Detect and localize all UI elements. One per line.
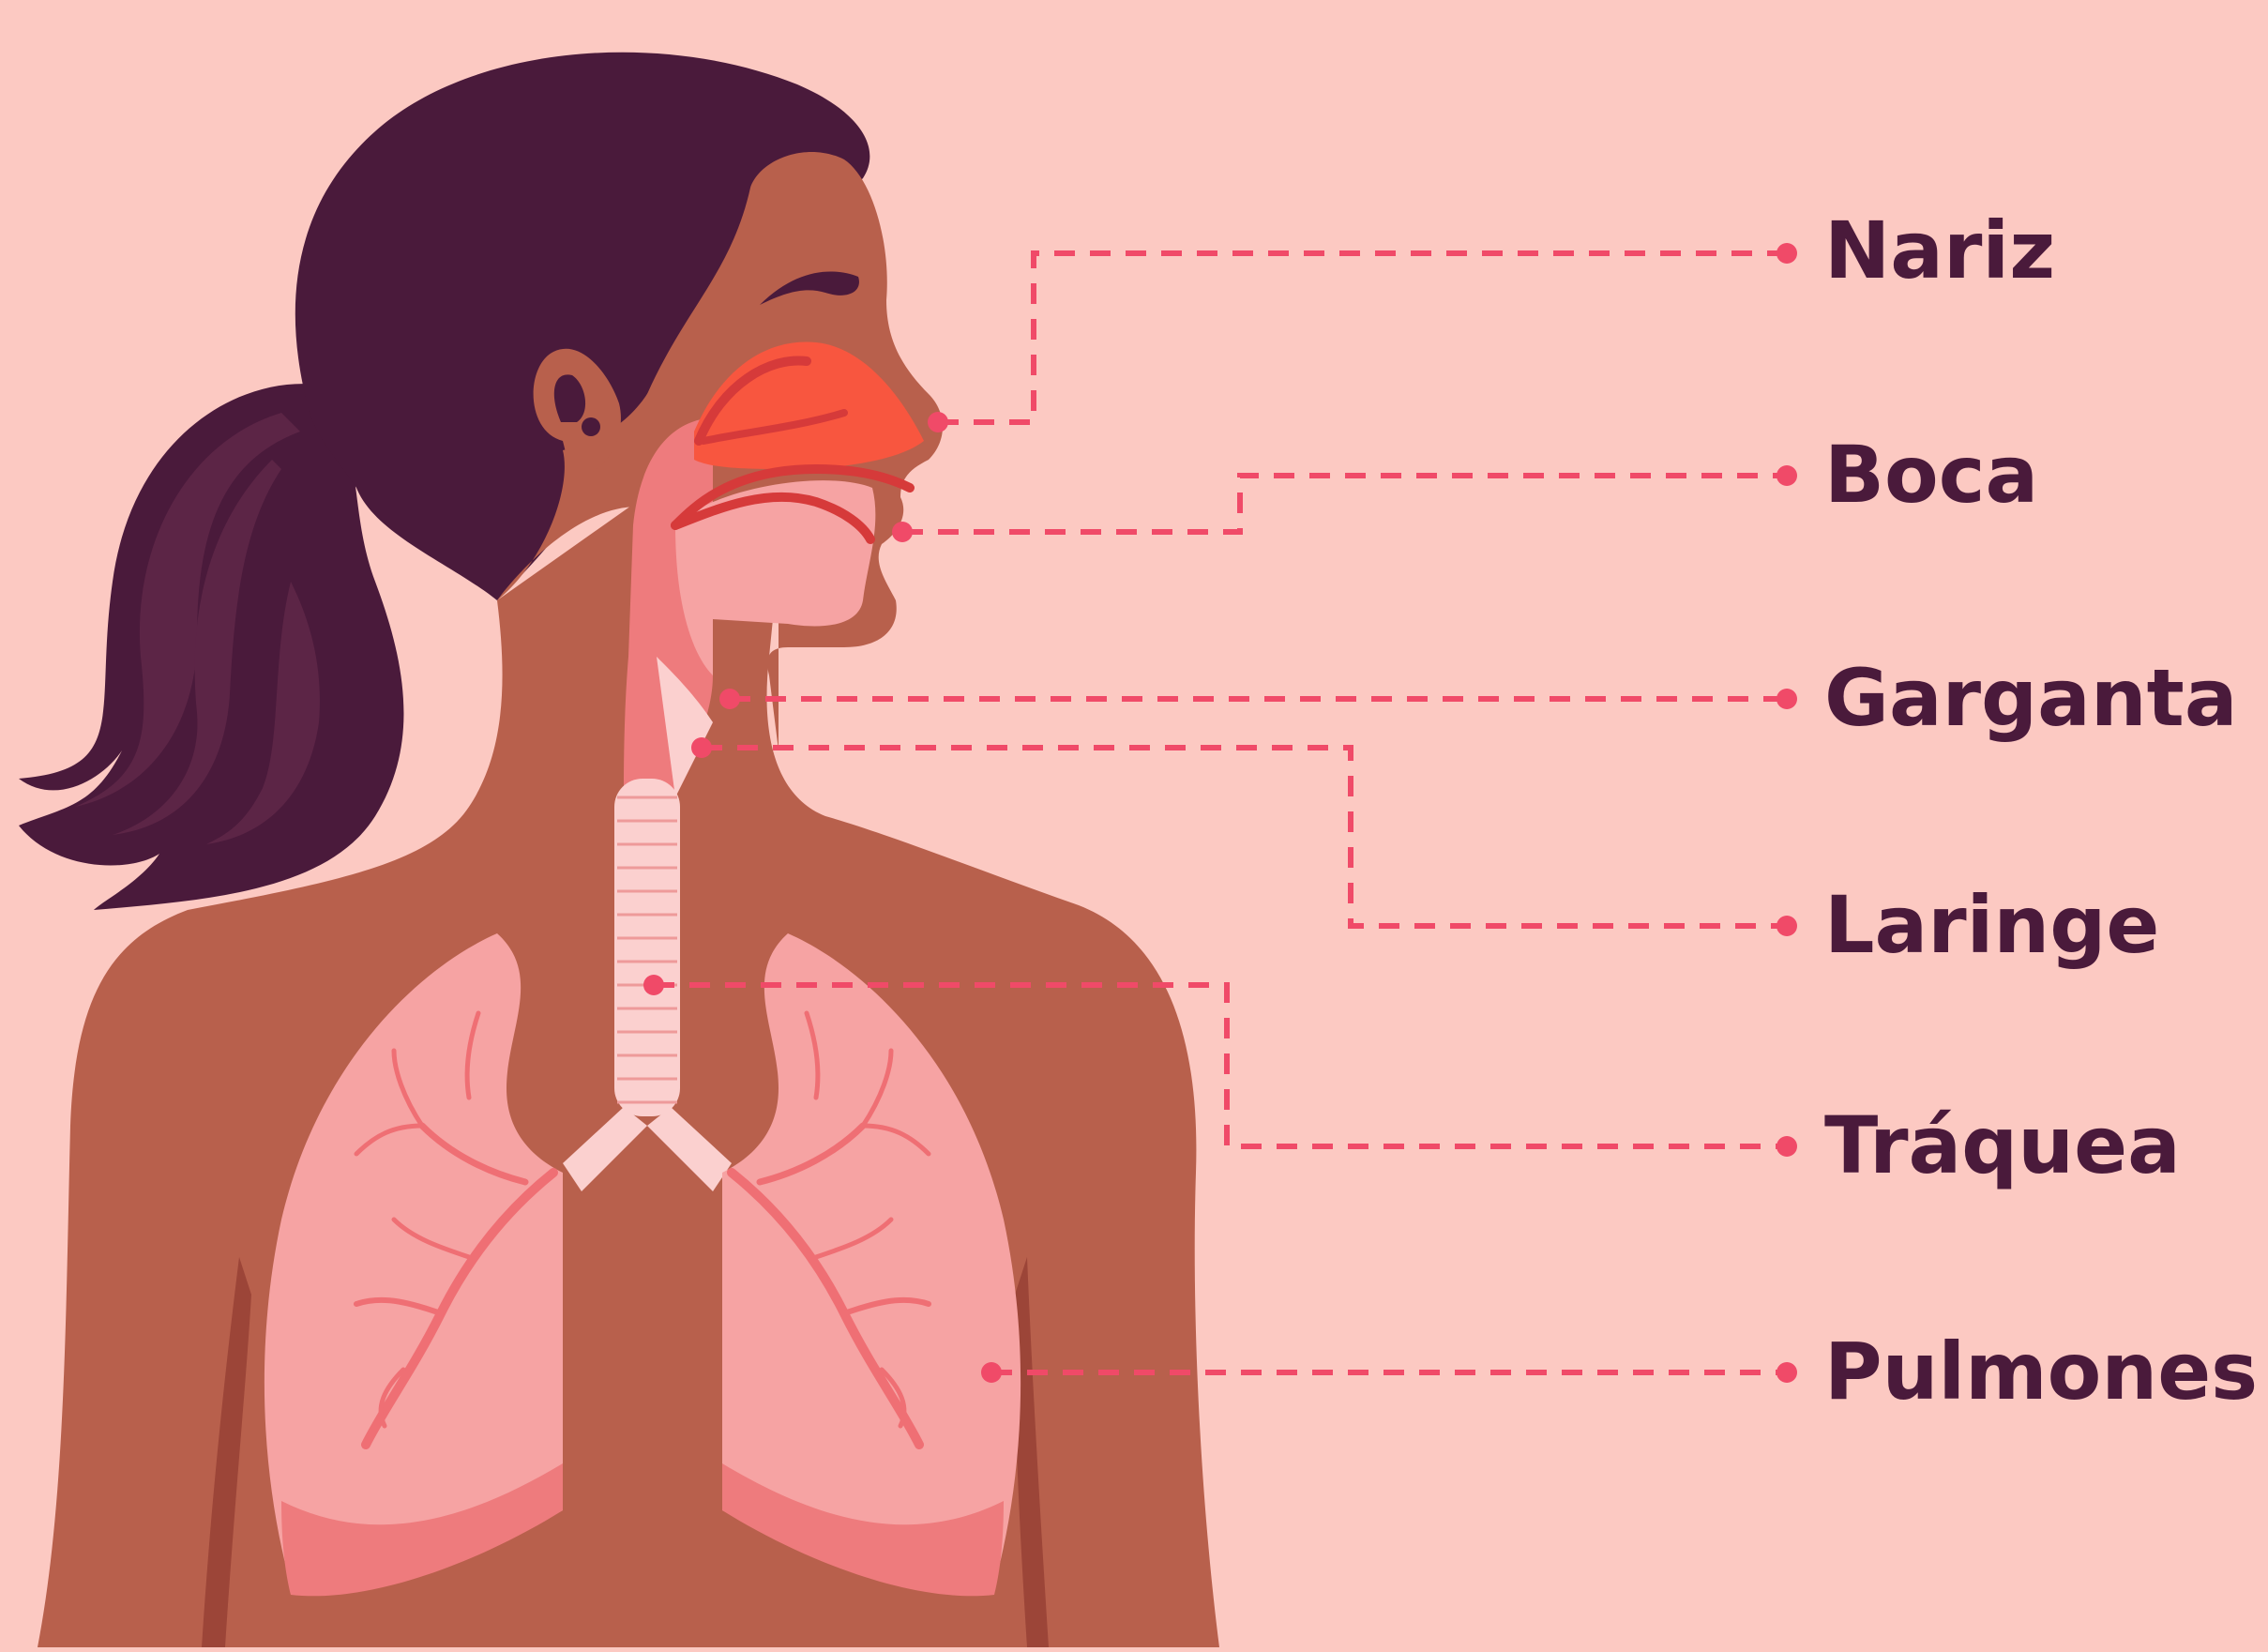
label-dot-laringe — [1777, 916, 1797, 936]
anchor-dot-laringe — [691, 737, 712, 758]
label-traquea: Tráquea — [1824, 1099, 2181, 1191]
label-boca: Boca — [1824, 429, 2038, 521]
label-dot-nariz — [1777, 243, 1797, 264]
anchor-dot-nariz — [928, 412, 948, 432]
label-dot-boca — [1777, 465, 1797, 486]
anchor-dot-traquea — [643, 975, 664, 995]
anchor-dot-boca — [892, 522, 913, 542]
anchor-dot-garganta — [719, 689, 740, 709]
label-garganta: Garganta — [1824, 652, 2238, 744]
label-nariz: Nariz — [1824, 205, 2055, 296]
label-pulmones: Pulmones — [1824, 1326, 2258, 1417]
label-dot-traquea — [1777, 1136, 1797, 1157]
label-dot-pulmones — [1777, 1362, 1797, 1383]
label-dot-garganta — [1777, 689, 1797, 709]
anchor-dot-pulmones — [981, 1362, 1002, 1383]
label-laringe: Laringe — [1824, 879, 2159, 971]
